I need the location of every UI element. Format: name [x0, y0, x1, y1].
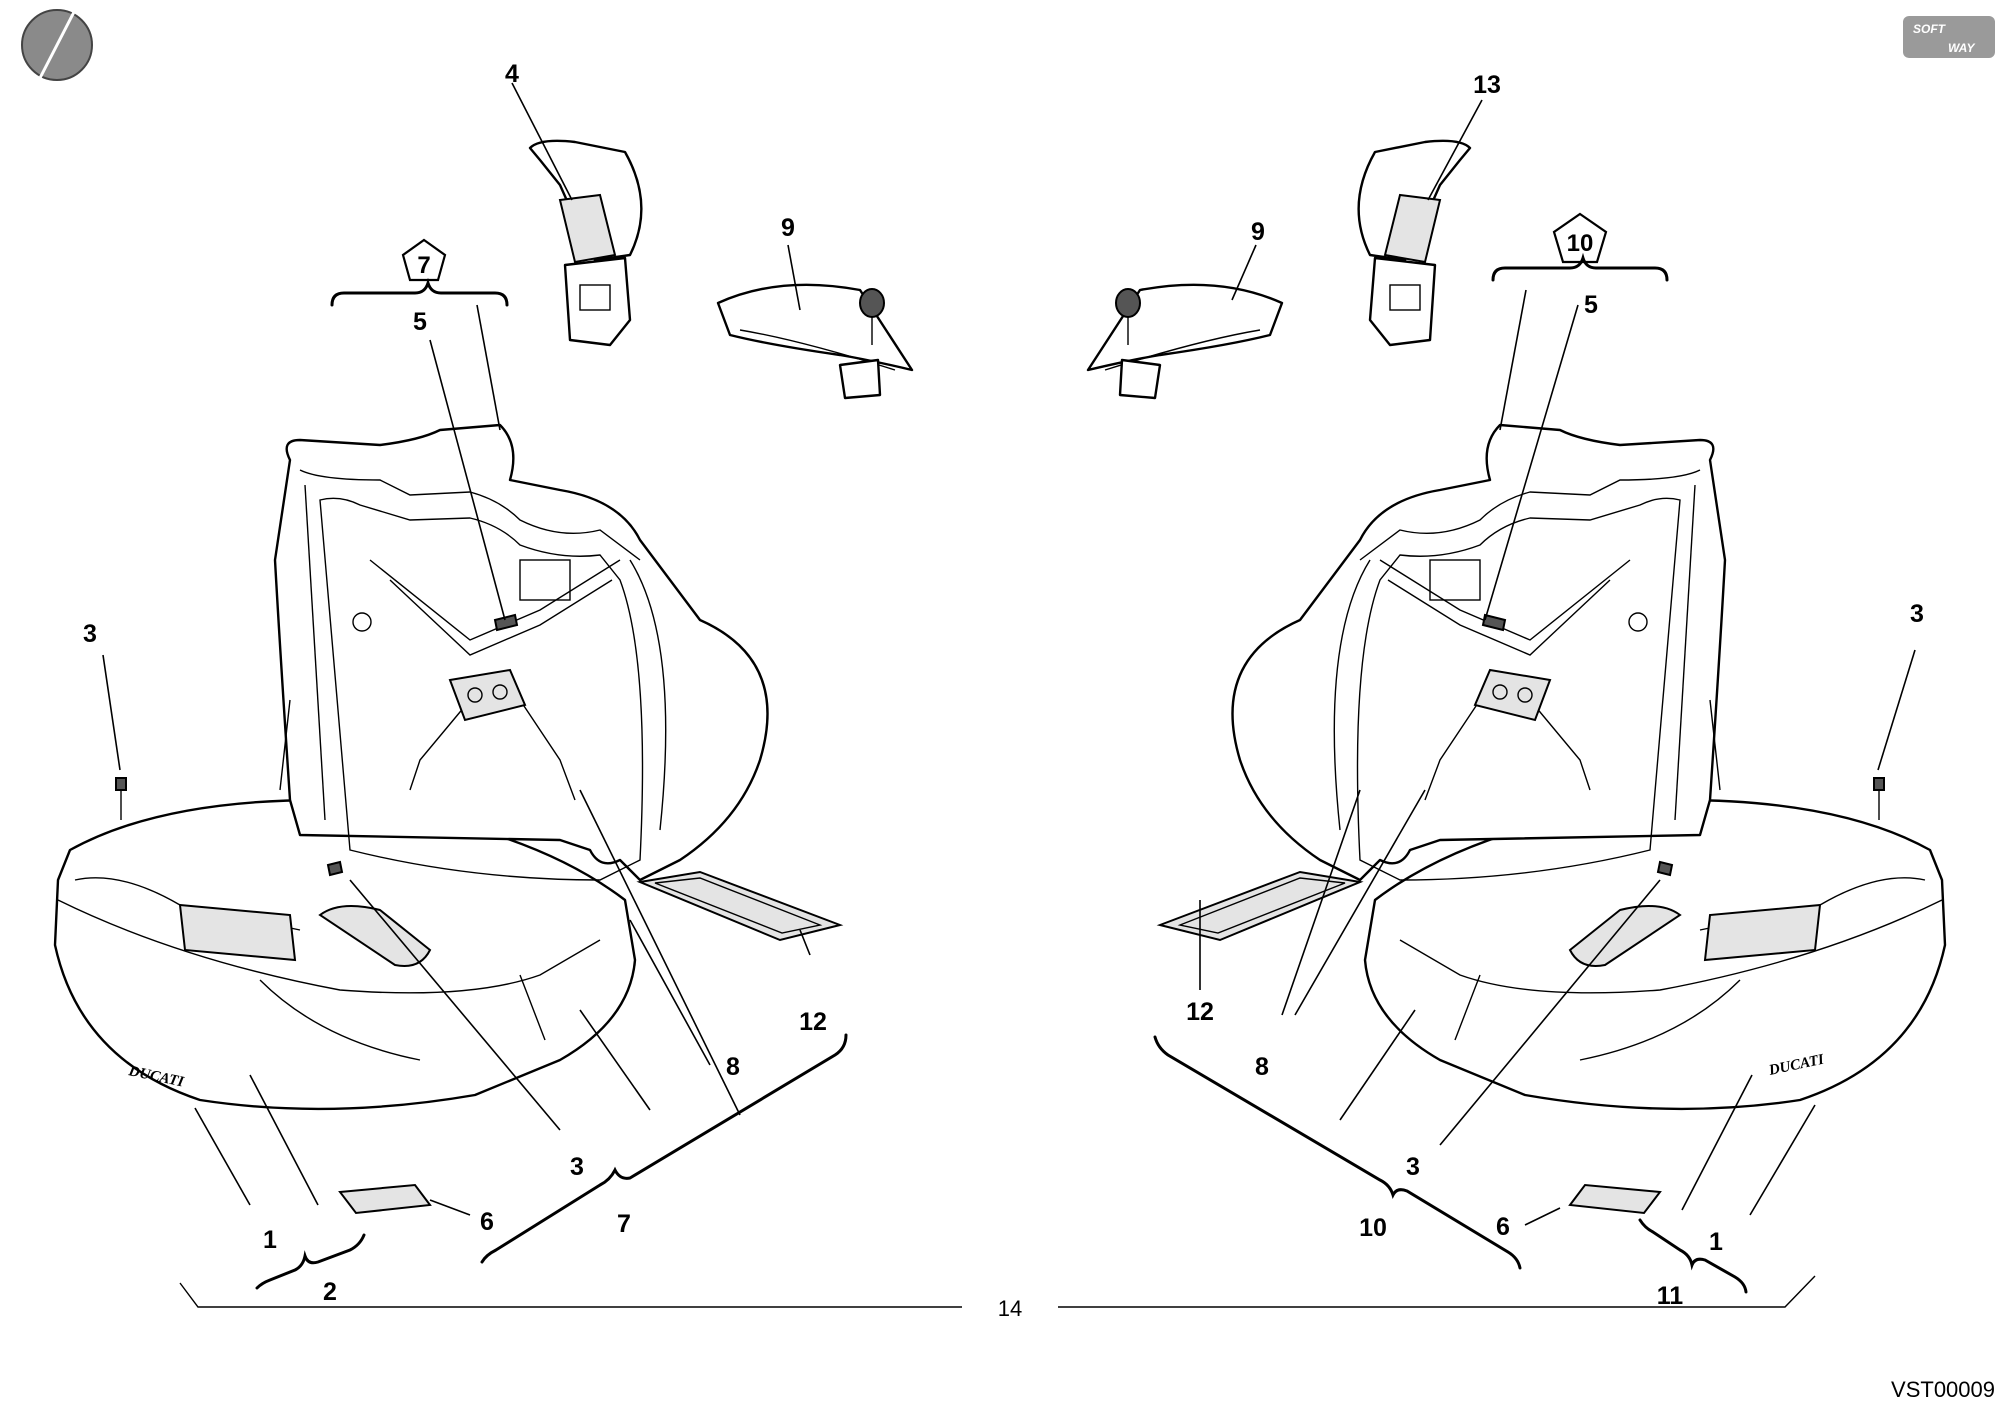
svg-text:10: 10: [1567, 230, 1594, 257]
leader-lines-right: [1199, 99, 1916, 1226]
callout-3-right-bottom: 3: [1406, 1153, 1420, 1181]
left-case-body: DUCATI: [53, 423, 844, 1215]
drawing-code: VST00009: [1891, 1377, 1995, 1402]
callout-12-left: 12: [799, 1008, 827, 1036]
callout-8-left: 8: [726, 1053, 740, 1081]
callout-3-left-top: 3: [83, 620, 97, 648]
kit-badge-10: 10: [1552, 212, 1608, 264]
right-case-body: [1156, 423, 1947, 1215]
svg-text:7: 7: [417, 252, 430, 279]
corner-disc-logo: [21, 9, 93, 81]
leader-lines-left: [102, 82, 811, 1216]
callout-1-left: 1: [263, 1226, 277, 1254]
callout-2: 2: [323, 1278, 337, 1306]
callout-3-right-top: 3: [1910, 600, 1924, 628]
bracket-10: [1153, 1035, 1522, 1270]
kit-bracket-left-top: [330, 277, 509, 307]
callout-9-right: 9: [1251, 218, 1265, 246]
callout-13: 13: [1473, 71, 1501, 99]
bracket-7: [480, 1033, 848, 1264]
callout-1-right: 1: [1709, 1228, 1723, 1256]
callout-12-right: 12: [1186, 998, 1214, 1026]
callout-4: 4: [505, 60, 519, 88]
bracket-14: [179, 1275, 1816, 1308]
bracket-11: [1638, 1218, 1748, 1294]
left-handle-part: [528, 139, 643, 347]
callout-6-right: 6: [1496, 1213, 1510, 1241]
callout-6-left: 6: [480, 1208, 494, 1236]
kit-badge-7: 7: [401, 238, 447, 282]
callout-14: 14: [998, 1296, 1022, 1321]
right-lock-lid: [1086, 283, 1284, 400]
left-lock-lid: [716, 283, 914, 400]
callout-9-left: 9: [781, 214, 795, 242]
bracket-2: [255, 1233, 366, 1290]
kit-bracket-right-top: [1491, 252, 1669, 282]
callout-3-left-bottom: 3: [570, 1153, 584, 1181]
callout-11: 11: [1657, 1282, 1684, 1310]
svg-text:SOFT: SOFT: [1913, 22, 1947, 36]
callout-5-right: 5: [1584, 291, 1598, 319]
callout-labels: 4 9 5 3 12 8 3 6 1 7 2 13 9 5 3 12 8 3 1…: [83, 60, 1924, 1321]
softway-logo: SOFT WAY: [1903, 16, 1995, 58]
svg-text:WAY: WAY: [1948, 41, 1975, 55]
callout-8-right: 8: [1255, 1053, 1269, 1081]
callout-7: 7: [617, 1210, 631, 1238]
right-handle-part: [1357, 139, 1472, 347]
callout-10: 10: [1359, 1214, 1387, 1242]
callout-5-left: 5: [413, 308, 427, 336]
